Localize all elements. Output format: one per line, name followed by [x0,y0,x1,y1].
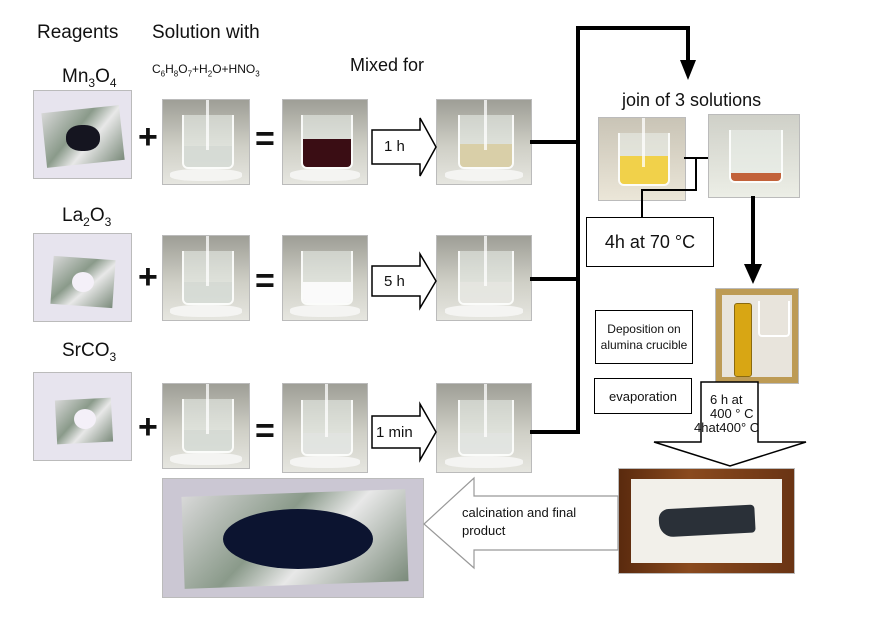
join-label: join of 3 solutions [622,90,762,110]
mix-time-label: 1 min [376,424,413,441]
mix-time-arrow [371,401,437,463]
heating-step-box: 4h at 70 °C [586,217,714,267]
evaporation-conditions: 6 h at 400 ° C 4hat400° C [694,392,759,435]
plus-operator: + [138,118,158,156]
down-arrow-crucible [744,264,762,284]
mixture-photo-la2o3 [282,235,368,321]
evap-condition-line: 400 ° C [710,406,754,421]
mixture-photo-mn3o4 [282,99,368,185]
equals-operator: = [255,412,275,450]
reagents-header: Reagents [37,22,119,43]
plus-operator: + [138,408,158,446]
mixture-photo-srco3 [282,383,368,473]
evaporation-box: evaporation [594,378,692,414]
reagent-photo-srco3 [33,372,132,461]
joined-solution-photo-heated [708,114,800,198]
equals-operator: = [255,120,275,158]
equals-operator: = [255,262,275,300]
connector-line [641,158,697,217]
solution-beaker-photo [162,383,250,469]
result-photo-mn3o4 [436,99,532,185]
crucible-deposition-photo [715,288,799,384]
joined-solution-photo-yellow [598,117,686,201]
result-photo-la2o3 [436,235,532,321]
reagent-photo-la2o3 [33,233,132,322]
calcination-label: calcination and final product [462,505,577,538]
final-product-photo [162,478,424,598]
deposition-box: Deposition on alumina crucible [595,310,693,364]
solution-with-header: Solution with [152,22,260,43]
join-down-arrow [680,60,696,80]
solution-beaker-photo [162,99,250,185]
flow-line-row3 [530,26,690,434]
mix-time-arrow [371,251,437,311]
evap-condition-line: 6 h at [710,392,743,407]
reagent-label-srco3: SrCO3 [62,340,117,364]
plus-operator: + [138,258,158,296]
solution-beaker-photo [162,235,250,321]
evaporation-down-arrow [653,381,807,467]
mix-time-label: 5 h [384,273,405,290]
result-photo-srco3 [436,383,532,473]
reagent-photo-mn3o4 [33,90,132,179]
evaporated-crucible-photo [618,468,795,574]
mix-time-label: 1 h [384,138,405,155]
mix-time-arrow [371,117,437,177]
mixed-for-header: Mixed for [350,55,425,75]
evap-condition-line: 4hat400° C [694,420,760,435]
reagent-label-mn3o4: Mn3O4 [62,66,117,90]
solution-formula: C6H8O7+H2O+HNO3 [152,62,260,79]
reagent-label-la2o3: La2O3 [62,205,112,229]
calcination-left-arrow [423,476,619,570]
